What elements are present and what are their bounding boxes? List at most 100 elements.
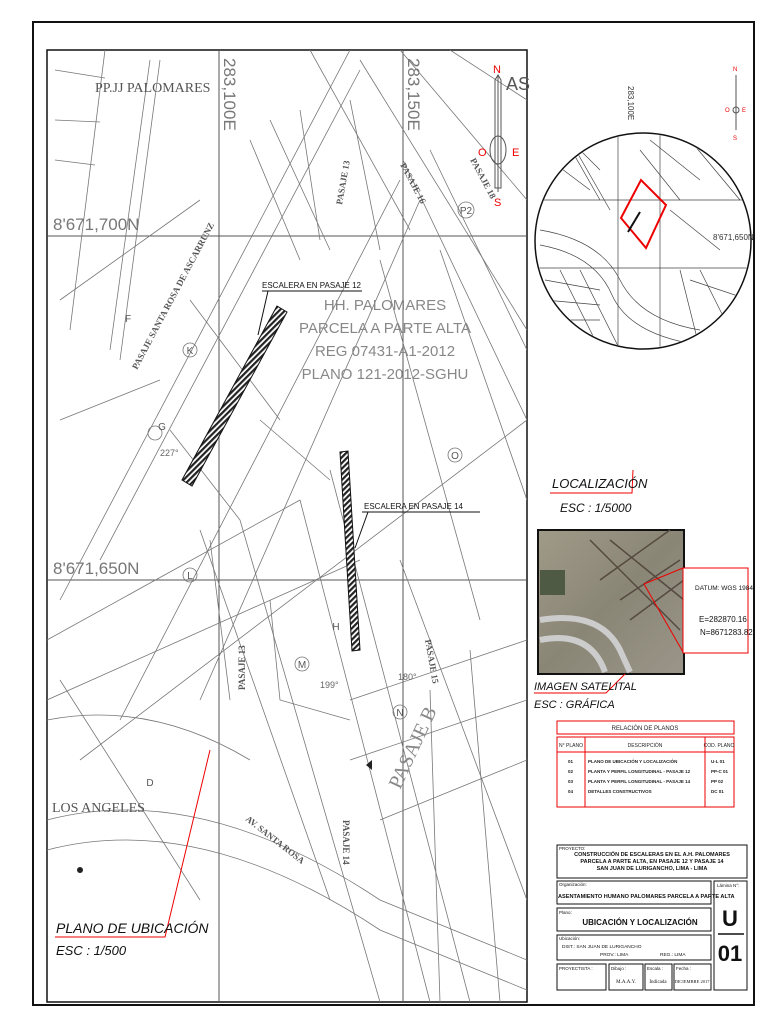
svg-text:E: E	[742, 108, 746, 114]
table-row: 02 PLANTA Y PERFIL LONGITUDINAL - PASAJE …	[568, 769, 729, 774]
svg-text:S: S	[494, 197, 501, 209]
title-block: PROYECTO: CONSTRUCCIÓN DE ESCALERAS EN E…	[556, 844, 748, 991]
satellite-image: DATUM: WGS 1984 E=282870.16 N=8671283.82…	[534, 529, 753, 711]
northing-label: 8'671,650N	[713, 233, 754, 242]
svg-text:P2: P2	[460, 206, 473, 217]
svg-text:CONSTRUCCIÓN DE ESCALERAS EN E: CONSTRUCCIÓN DE ESCALERAS EN EL A.H. PAL…	[574, 850, 730, 858]
district: DIST.: SAN JUAN DE LURIGANCHO	[562, 944, 642, 950]
svg-text:Lámina N°:: Lámina N°:	[717, 883, 739, 888]
settlement-info: HH. PALOMARES PARCELA A PARTE ALTA REG 0…	[299, 297, 471, 383]
north-arrow-icon: N S O E	[725, 67, 746, 142]
svg-text:D: D	[146, 778, 153, 789]
svg-text:N: N	[493, 64, 501, 76]
north-coordinate: N=8671283.82	[700, 628, 753, 637]
svg-text:O: O	[478, 147, 487, 159]
column-header: N° PLANO	[559, 743, 583, 749]
svg-text:REG 07431-A1-2012: REG 07431-A1-2012	[315, 343, 455, 360]
svg-text:L: L	[187, 571, 193, 582]
svg-text:02: 02	[568, 769, 574, 774]
svg-text:G: G	[158, 422, 166, 433]
drawer: M.A.A.Y.	[616, 980, 636, 985]
svg-text:Dibujo :: Dibujo :	[611, 966, 626, 971]
svg-text:DETALLES CONSTRUCTIVOS: DETALLES CONSTRUCTIVOS	[588, 789, 652, 794]
column-header: DESCRIPCIÓN	[628, 742, 663, 749]
callout-pasaje-12: ESCALERA EN PASAJE 12	[262, 281, 362, 290]
svg-text:199°: 199°	[320, 680, 339, 690]
svg-text:PROYECTO:: PROYECTO:	[559, 846, 585, 851]
satellite-scale: ESC : GRÁFICA	[534, 698, 615, 711]
organization: ASENTAMIENTO HUMANO PALOMARES PARCELA A …	[558, 894, 735, 900]
sheet-border	[32, 21, 755, 1006]
column-header: COD. PLANO	[704, 743, 735, 749]
los-angeles-label: LOS ANGELES	[52, 801, 145, 816]
svg-text:01: 01	[568, 759, 574, 764]
svg-text:PLANTA Y PERFIL LONGITUDINAL -: PLANTA Y PERFIL LONGITUDINAL - PASAJE 12	[588, 769, 691, 774]
northing-label: 8'671,700N	[53, 215, 139, 234]
location-plan-map: PP.JJ PALOMARES AS LOS ANGELES 283,100E …	[46, 49, 530, 1003]
plan-title: PLANO DE UBICACIÓN	[56, 920, 209, 936]
north-arrow-icon: N S O E	[478, 64, 519, 209]
sheet-letter: U	[722, 906, 738, 931]
svg-text:SAN JUAN DE LURIGANCHO, LIMA -: SAN JUAN DE LURIGANCHO, LIMA - LIMA	[597, 866, 708, 872]
scale: Indicada	[649, 980, 667, 985]
svg-text:Escala :: Escala :	[647, 966, 663, 971]
block-labels: K G L M H N O P2 D F	[125, 201, 475, 789]
date: DICIEMBRE 2017	[675, 979, 711, 984]
svg-text:03: 03	[568, 779, 574, 784]
table-row: 03 PLANTA Y PERFIL LONGITUDINAL - PASAJE …	[568, 779, 724, 784]
plan-scale: ESC : 1/500	[56, 943, 127, 958]
svg-text:04: 04	[568, 789, 574, 794]
table-title: RELACIÓN DE PLANOS	[612, 725, 679, 732]
stair-pasaje-14	[339, 450, 361, 652]
title-underline	[55, 749, 211, 938]
table-row: 04 DETALLES CONSTRUCTIVOS DC 01	[568, 789, 724, 794]
svg-text:N: N	[733, 67, 737, 73]
svg-text:E: E	[512, 147, 519, 159]
sheet-number: 01	[718, 941, 742, 966]
project-area-marker	[619, 178, 668, 250]
svg-text:O: O	[451, 451, 459, 462]
location-map: 283,100E 8'671,650N N S O E LOCALIZACIÓN…	[534, 67, 754, 515]
east-coordinate: E=282870.16	[699, 615, 747, 624]
easting-label: 283,100E	[220, 58, 239, 131]
svg-text:PASAJE 13: PASAJE 13	[237, 645, 247, 690]
svg-text:PLANO 121-2012-SGHU: PLANO 121-2012-SGHU	[302, 366, 469, 383]
svg-text:PROYECTISTA :: PROYECTISTA :	[559, 966, 593, 971]
svg-text:DC 01: DC 01	[711, 789, 724, 794]
plan-relation-table: RELACIÓN DE PLANOS N° PLANO DESCRIPCIÓN …	[556, 720, 735, 808]
svg-text:S: S	[733, 136, 737, 142]
province: PROV.: LIMA	[600, 952, 629, 958]
svg-text:M: M	[298, 660, 306, 671]
easting-label: 283,100E	[626, 86, 635, 120]
svg-text:227°: 227°	[160, 448, 179, 458]
satellite-title: IMAGEN SATELITAL	[534, 681, 637, 693]
svg-text:F: F	[125, 314, 131, 325]
svg-text:N: N	[396, 708, 403, 719]
svg-text:Organización:: Organización:	[559, 882, 587, 887]
svg-text:PP 02: PP 02	[711, 779, 724, 784]
svg-text:O: O	[725, 108, 730, 114]
leader-line	[257, 290, 362, 336]
svg-text:Fecha :: Fecha :	[676, 966, 691, 971]
svg-text:180°: 180°	[398, 672, 417, 682]
svg-text:PLANTA Y PERFIL LONGITUDINAL -: PLANTA Y PERFIL LONGITUDINAL - PASAJE 14	[588, 779, 691, 784]
svg-text:PASAJE 14: PASAJE 14	[341, 820, 351, 865]
datum-label: DATUM: WGS 1984	[695, 585, 753, 592]
svg-text:H: H	[332, 622, 339, 633]
svg-text:PARCELA A PARTE ALTA, EN PASAJ: PARCELA A PARTE ALTA, EN PASAJE 12 Y PAS…	[580, 859, 724, 865]
svg-text:HH. PALOMARES: HH. PALOMARES	[324, 297, 446, 314]
project-name: CONSTRUCCIÓN DE ESCALERAS EN EL A.H. PAL…	[574, 850, 730, 872]
svg-text:PP-C 01: PP-C 01	[711, 769, 729, 774]
title-underline	[534, 673, 626, 694]
svg-text:K: K	[187, 346, 194, 357]
svg-text:Plano:: Plano:	[559, 910, 572, 915]
region: REG.: LIMA	[660, 952, 686, 958]
plan-name: UBICACIÓN Y LOCALIZACIÓN	[582, 918, 697, 927]
settlement-label: PP.JJ PALOMARES	[95, 81, 210, 96]
location-title: LOCALIZACIÓN	[552, 476, 648, 491]
svg-text:U-L 01: U-L 01	[711, 759, 725, 764]
callout-pasaje-14: ESCALERA EN PASAJE 14	[364, 502, 464, 511]
svg-text:PARCELA A PARTE ALTA: PARCELA A PARTE ALTA	[299, 320, 471, 337]
